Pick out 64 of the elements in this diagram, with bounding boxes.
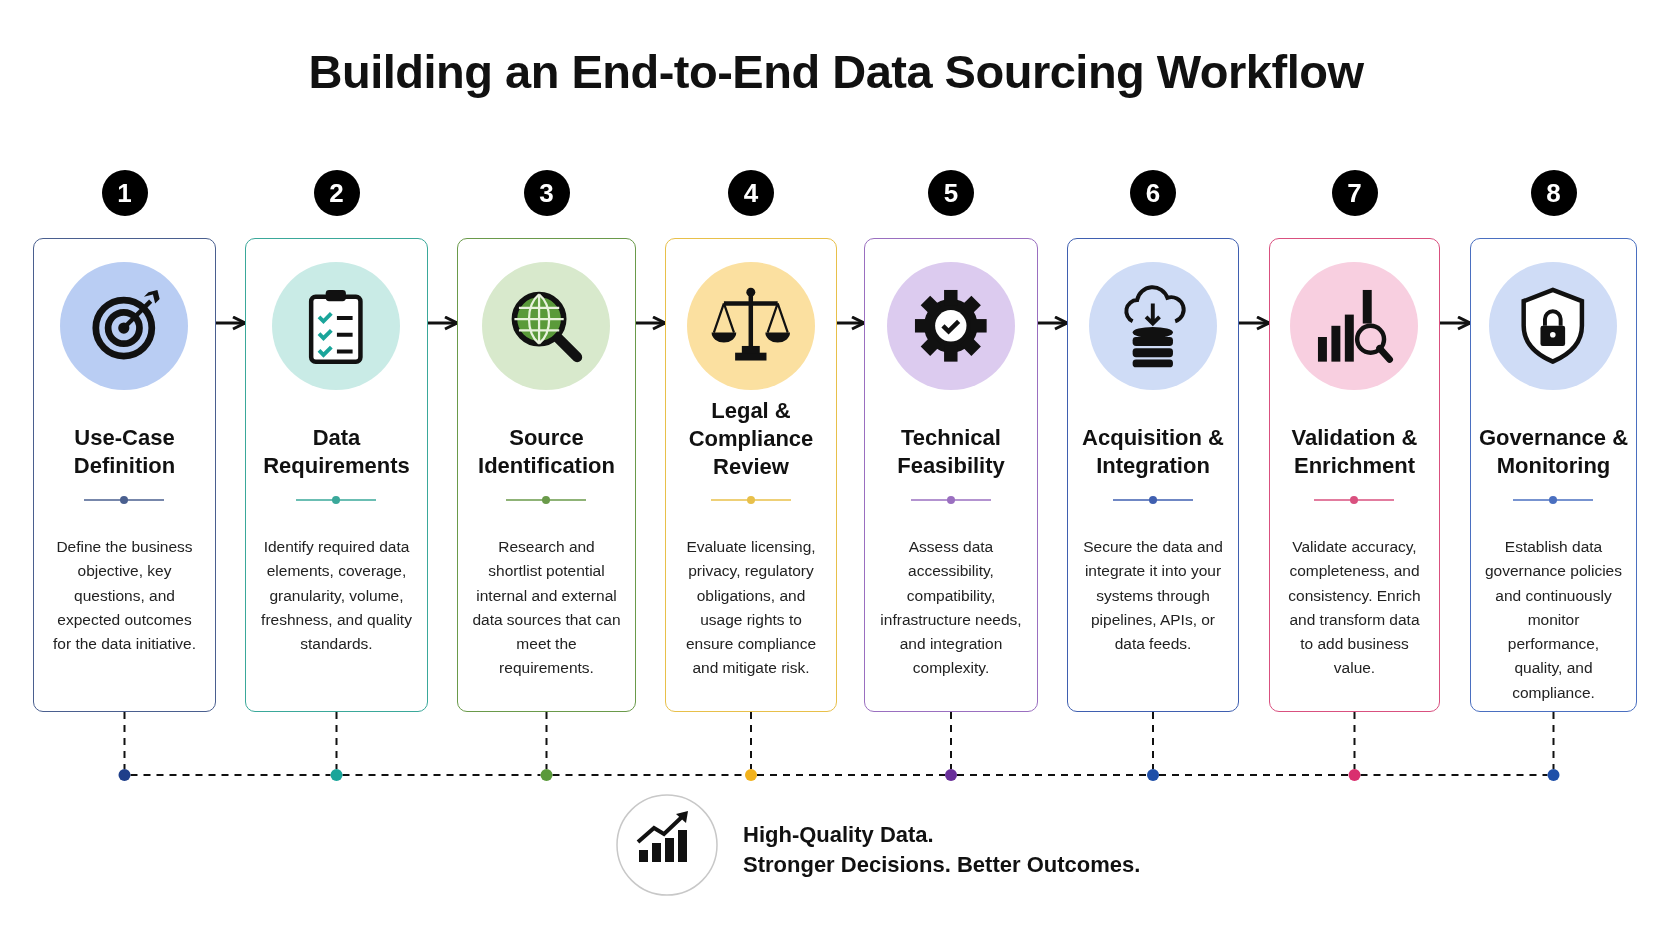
step-title: Use-Case Definition xyxy=(72,424,177,480)
arrow xyxy=(636,315,667,331)
timeline-dot xyxy=(118,769,131,781)
connector-line xyxy=(341,774,542,776)
tagline: Stronger Decisions. Better Outcomes. xyxy=(743,852,1141,878)
step-number: 6 xyxy=(1130,170,1176,216)
connector-line xyxy=(750,711,752,770)
step-description: Assess data accessibility, compatibility, infrastructure needs, and integration complexity. xyxy=(879,537,1023,679)
connector-line xyxy=(1152,711,1154,770)
timeline-dot xyxy=(1348,769,1361,781)
step-title: Governance & Monitoring xyxy=(1477,424,1630,480)
step-description: Research and shortlist potential internal and external data sources that can meet the requirements. xyxy=(471,537,622,679)
step-description: Establish data governance policies and continuously monitor performance, quality, and compliance. xyxy=(1484,537,1623,703)
connector-line xyxy=(1359,774,1549,776)
connector-line xyxy=(956,774,1148,776)
step-card xyxy=(665,238,837,712)
step-title: Data Requirements xyxy=(262,424,411,480)
arrow xyxy=(1239,315,1271,331)
step-number: 5 xyxy=(928,170,974,216)
step-description: Define the business objective, key questions, and expected outcomes for the data initiative. xyxy=(52,537,197,655)
step-number: 1 xyxy=(101,170,148,216)
step-card xyxy=(457,238,636,712)
connector-line xyxy=(1552,711,1555,770)
step-title: Technical Feasibility xyxy=(896,424,1006,480)
step-description: Validate accuracy, completeness, and consistency. Enrich and transform data to add business value. xyxy=(1287,537,1422,679)
step-description: Evaluate licensing, privacy, regulatory obligations, and usage rights to ensure compliance and mitigate risk. xyxy=(684,537,818,679)
step-description: Identify required data elements, coverage, granularity, volume, freshness, and quality standards. xyxy=(260,537,413,655)
connector-line xyxy=(756,774,946,776)
connector-line xyxy=(123,711,126,770)
step-number: 8 xyxy=(1530,170,1577,216)
arrow xyxy=(837,315,866,331)
step-number: 3 xyxy=(523,170,570,216)
title: Building an End-to-End Data Sourcing Workflow xyxy=(307,44,1365,99)
step-card xyxy=(1470,238,1637,712)
connector-line xyxy=(950,711,952,770)
step-number: 7 xyxy=(1331,170,1378,216)
connector-line xyxy=(1158,774,1350,776)
arrow xyxy=(216,315,247,331)
step-card xyxy=(245,238,428,712)
step-card xyxy=(864,238,1038,712)
step-card xyxy=(1067,238,1239,712)
timeline-dot xyxy=(945,769,957,781)
step-description: Secure the data and integrate it into your systems through pipelines, APIs, or data feeds. xyxy=(1082,537,1224,655)
connector-line xyxy=(545,711,548,770)
step-card xyxy=(1269,238,1440,712)
timeline-dot xyxy=(540,769,553,781)
tagline: High-Quality Data. xyxy=(743,822,934,848)
step-card xyxy=(33,238,216,712)
step-title: Legal & Compliance Review xyxy=(687,397,815,481)
connector-line xyxy=(335,711,338,770)
step-title: Source Identification xyxy=(477,424,616,480)
arrow xyxy=(1038,315,1069,331)
arrow xyxy=(428,315,459,331)
timeline-dot xyxy=(745,769,757,781)
step-title: Acquisition & Integration xyxy=(1081,424,1225,480)
connector-line xyxy=(1353,711,1356,770)
connector-line xyxy=(129,774,332,776)
step-number: 4 xyxy=(728,170,774,216)
arrow xyxy=(1440,315,1472,331)
step-number: 2 xyxy=(313,170,360,216)
timeline-dot xyxy=(1147,769,1159,781)
timeline-dot xyxy=(1547,769,1560,781)
step-title: Validation & Enrichment xyxy=(1290,424,1419,480)
timeline-dot xyxy=(330,769,343,781)
